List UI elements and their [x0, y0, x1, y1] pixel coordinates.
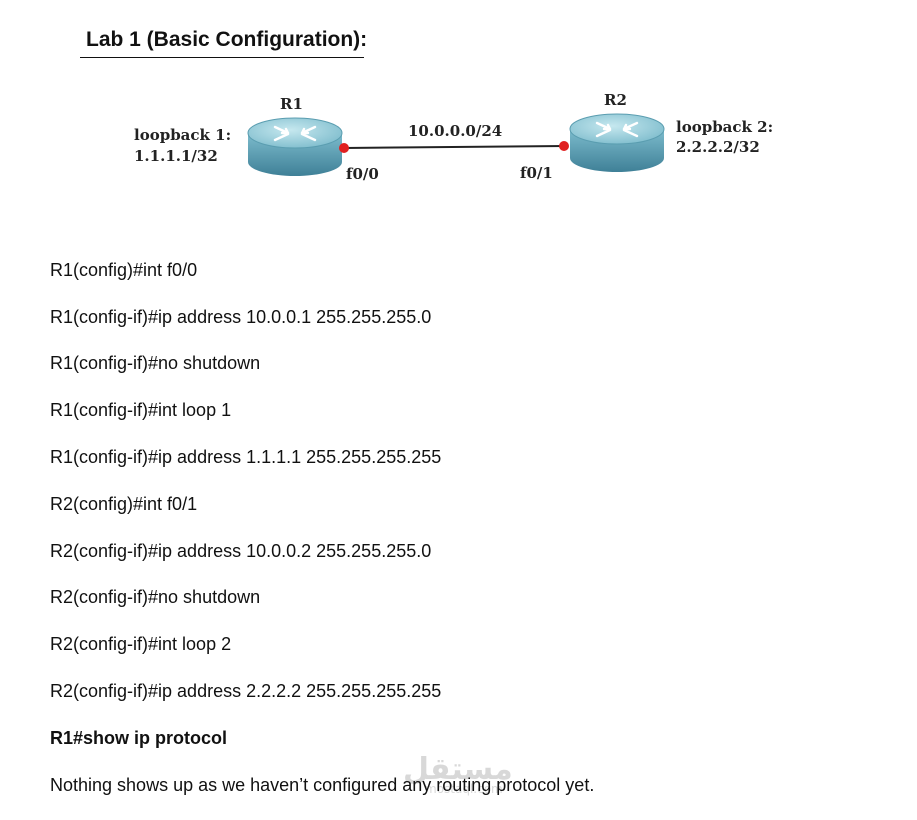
command-line: R1(config)#int f0/0	[50, 260, 198, 280]
interface-f0-1-label: f0/1	[520, 164, 553, 182]
show-command: R1#show ip protocol	[50, 728, 228, 748]
watermark-latin: mostaql.com	[425, 782, 503, 796]
router-r2-icon	[569, 113, 665, 172]
link-line	[343, 145, 567, 149]
watermark-logo: مستقل mostaql.com	[403, 752, 523, 800]
command-line: R1(config-if)#ip address 10.0.0.1 255.25…	[50, 307, 432, 327]
loopback-2-label: loopback 2:	[676, 118, 774, 136]
network-diagram: R1 R2 loopback 1: 1.1.1.1/32 loopback 2:…	[120, 85, 800, 195]
router-r1-label: R1	[280, 95, 303, 113]
title-underline	[80, 57, 364, 58]
interface-f0-0-label: f0/0	[346, 165, 379, 183]
command-line: R2(config-if)#no shutdown	[50, 587, 261, 607]
loopback-1-ip: 1.1.1.1/32	[134, 147, 218, 165]
command-line: R1(config-if)#ip address 1.1.1.1 255.255…	[50, 447, 442, 467]
loopback-1-label: loopback 1:	[134, 126, 232, 144]
command-line: R2(config-if)#ip address 2.2.2.2 255.255…	[50, 681, 442, 701]
page-title: Lab 1 (Basic Configuration):	[86, 28, 368, 51]
port-f0-1-dot	[559, 141, 569, 151]
loopback-2-ip: 2.2.2.2/32	[676, 138, 760, 156]
command-line: R2(config)#int f0/1	[50, 494, 198, 514]
note-text: Nothing shows up as we haven’t configure…	[50, 775, 595, 795]
command-line: R2(config-if)#ip address 10.0.0.2 255.25…	[50, 541, 432, 561]
command-line: R1(config-if)#no shutdown	[50, 353, 261, 373]
watermark-arabic: مستقل	[403, 752, 513, 787]
link-network-label: 10.0.0.0/24	[408, 122, 503, 140]
router-r1-icon	[247, 117, 343, 176]
command-line: R1(config-if)#int loop 1	[50, 400, 232, 420]
port-f0-0-dot	[339, 143, 349, 153]
command-line: R2(config-if)#int loop 2	[50, 634, 232, 654]
router-r2-label: R2	[604, 91, 627, 109]
